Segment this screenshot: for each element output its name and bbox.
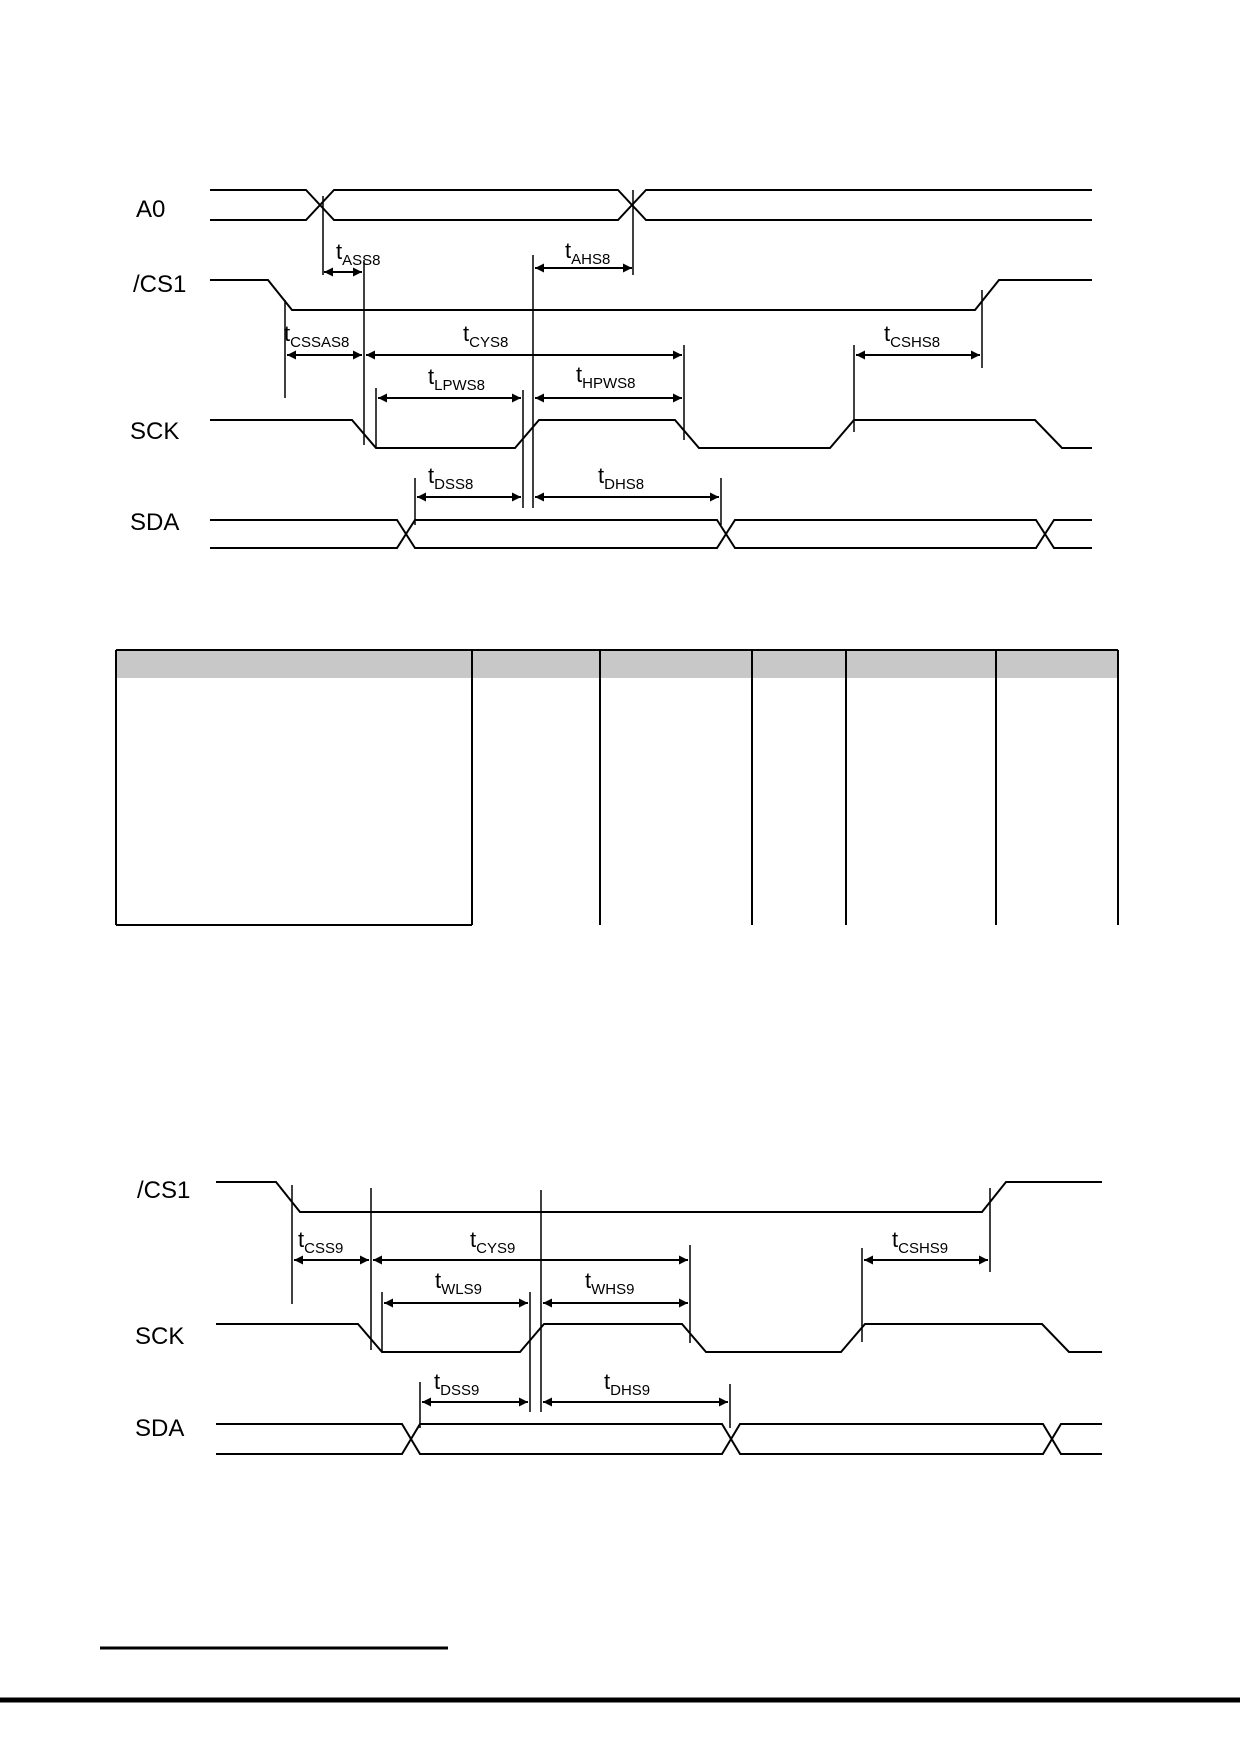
timing-label-tcshs8: tCSHS8 [884, 321, 940, 351]
timing-label-tcys8: tCYS8 [463, 321, 508, 351]
timing-label-tass8: tASS8 [336, 239, 380, 269]
signal-label-cs1: /CS1 [133, 271, 186, 298]
timing-label-thpws8: tHPWS8 [576, 362, 635, 392]
timing-label-tcshs9: tCSHS9 [892, 1227, 948, 1257]
reference-lines-9bit [291, 1185, 991, 1428]
waveform-sck-9bit [216, 1323, 1102, 1353]
timing-label-tahs8: tAHS8 [565, 238, 610, 268]
waveform-cs1 [210, 279, 1092, 311]
timing-label-tcssas8: tCSSAS8 [284, 321, 349, 351]
timing-label-tlpws8: tLPWS8 [428, 364, 485, 394]
timing-diagram-9bit: /CS1 SCK SDA [135, 1177, 1102, 1455]
timing-label-tdss9: tDSS9 [434, 1369, 479, 1399]
timing-label-tdss8: tDSS8 [428, 463, 473, 493]
signal-label-sda-9bit: SDA [135, 1415, 184, 1442]
signal-label-sck: SCK [130, 418, 179, 445]
timing-arrows-8bit [287, 263, 980, 502]
timing-label-tdhs9: tDHS9 [604, 1369, 650, 1399]
timing-label-twls9: tWLS9 [435, 1268, 482, 1298]
signal-label-sck-9bit: SCK [135, 1323, 184, 1350]
waveform-cs1-9bit [216, 1181, 1102, 1213]
timing-label-tcys9: tCYS9 [470, 1227, 515, 1257]
timing-label-tcss9: tCSS9 [298, 1227, 343, 1257]
waveform-sda [210, 519, 1092, 549]
signal-label-a0: A0 [136, 196, 165, 223]
timing-arrows-9bit [294, 1255, 988, 1407]
signal-label-cs1-9bit: /CS1 [137, 1177, 190, 1204]
timing-diagram-8bit: A0 /CS1 SCK SDA [130, 189, 1092, 549]
waveform-a0 [210, 189, 1092, 221]
timing-label-twhs9: tWHS9 [585, 1268, 634, 1298]
reference-lines-8bit [284, 190, 983, 525]
signal-label-sda: SDA [130, 509, 179, 536]
waveform-sda-9bit [216, 1423, 1102, 1455]
timing-label-tdhs8: tDHS8 [598, 463, 644, 493]
table-header-band [116, 650, 1118, 678]
timing-table [115, 649, 1119, 926]
waveform-sck [210, 419, 1092, 449]
